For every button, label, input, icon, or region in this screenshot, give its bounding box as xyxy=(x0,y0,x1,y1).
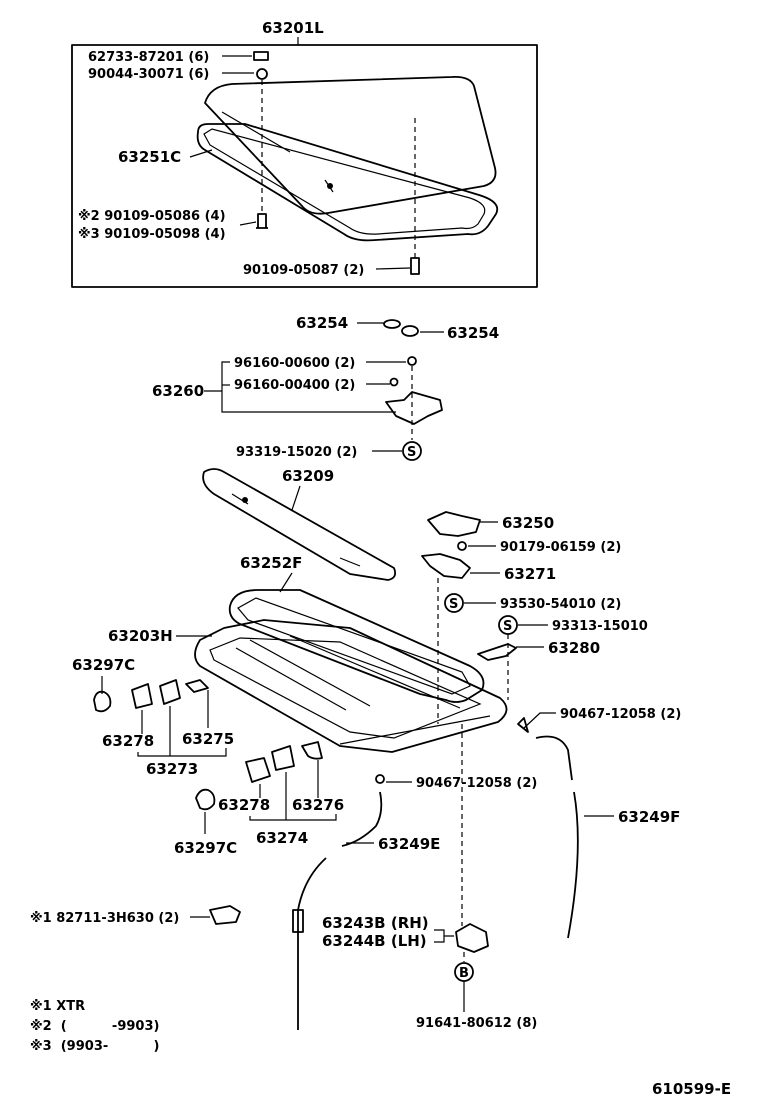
label-63275: 63275 xyxy=(182,730,234,748)
label-screw-s1: 93319-15020 (2) xyxy=(236,445,357,460)
label-clip-l: 90467-12058 (2) xyxy=(416,776,537,791)
label-63243B: 63243B (RH) xyxy=(322,914,429,932)
drain-hose-e-upper xyxy=(341,791,383,847)
deflector-link-part xyxy=(477,643,517,661)
symbol-s2 xyxy=(444,593,464,613)
nut-400-icon xyxy=(389,377,399,387)
symbol-s1 xyxy=(402,441,422,461)
label-bolt-b: 91641-80612 (8) xyxy=(416,1016,537,1031)
cover-left-icon xyxy=(93,690,112,713)
sunshade xyxy=(202,468,397,581)
guide-275 xyxy=(185,679,209,693)
label-clip-r: 90467-12058 (2) xyxy=(560,707,681,722)
guide-278-b xyxy=(245,757,271,783)
label-63273: 63273 xyxy=(146,760,198,778)
label-screw-gear: 90179-06159 (2) xyxy=(500,540,621,555)
label-bolt-x2: ※2 90109-05086 (4) xyxy=(78,209,226,224)
nut-600-icon xyxy=(407,356,417,366)
drain-hose-f-upper xyxy=(535,735,573,781)
label-63209: 63209 xyxy=(282,467,334,485)
cover-right-icon xyxy=(195,788,216,811)
symbol-s2-text: S xyxy=(449,597,458,612)
label-bolt-glass: 90109-05087 (2) xyxy=(243,263,364,278)
housing-frame xyxy=(194,619,508,753)
label-nut-600: 96160-00600 (2) xyxy=(234,356,355,371)
label-63297C-left: 63297C xyxy=(72,656,135,674)
gear-part xyxy=(427,511,481,537)
label-63251C: 63251C xyxy=(118,148,181,166)
symbol-s1-text: S xyxy=(407,445,416,460)
assembly-box xyxy=(71,44,538,288)
label-63252F: 63252F xyxy=(240,554,302,572)
guide-276 xyxy=(301,741,323,760)
drain-hose-e-joint xyxy=(292,909,304,933)
label-63276: 63276 xyxy=(292,796,344,814)
cap-icon xyxy=(253,51,269,61)
note-3: ※3 (9903- ) xyxy=(30,1039,159,1054)
label-63249F: 63249F xyxy=(618,808,680,826)
label-63280: 63280 xyxy=(548,639,600,657)
symbol-b-text: B xyxy=(459,966,469,981)
clip-l-icon xyxy=(375,774,385,784)
weatherstrip xyxy=(196,123,499,242)
label-63274: 63274 xyxy=(256,829,308,847)
guide-273 xyxy=(159,679,181,705)
label-63203H: 63203H xyxy=(108,627,173,645)
glass-panel xyxy=(204,76,497,215)
nut-icon xyxy=(256,68,268,80)
clip-r-icon xyxy=(517,717,529,733)
drain-hose-f-lower xyxy=(567,791,579,939)
guide-274 xyxy=(271,745,295,771)
label-harness: ※1 82711-3H630 (2) xyxy=(30,911,179,926)
bolt-icon xyxy=(256,213,268,229)
note-2: ※2 ( -9903) xyxy=(30,1019,159,1034)
label-63201L: 63201L xyxy=(262,19,324,37)
label-63254-a: 63254 xyxy=(296,314,348,332)
label-screw-s2: 93530-54010 (2) xyxy=(500,597,621,612)
harness-clamp-icon xyxy=(209,905,241,925)
note-1: ※1 XTR xyxy=(30,999,85,1014)
label-63254-b: 63254 xyxy=(447,324,499,342)
label-63260: 63260 xyxy=(152,382,204,400)
label-63271: 63271 xyxy=(504,565,556,583)
label-63249E: 63249E xyxy=(378,835,440,853)
symbol-s3-text: S xyxy=(503,619,512,634)
bolt-glass-icon xyxy=(410,257,420,275)
bracket-rh-lh-part xyxy=(455,923,489,953)
guide-278-a xyxy=(131,683,153,709)
label-63297C-right: 63297C xyxy=(174,839,237,857)
screw-gear-icon xyxy=(457,541,467,551)
plate-a-icon xyxy=(383,319,401,329)
label-glass-nut: 90044-30071 (6) xyxy=(88,67,209,82)
seal-bracket xyxy=(228,589,485,703)
label-bolt-x3: ※3 90109-05098 (4) xyxy=(78,227,226,242)
label-63278-b: 63278 xyxy=(218,796,270,814)
label-glass-cap: 62733-87201 (6) xyxy=(88,50,209,65)
glass-mount-icon xyxy=(327,183,333,189)
label-screw-s3: 93313-15010 xyxy=(552,619,648,634)
label-nut-400: 96160-00400 (2) xyxy=(234,378,355,393)
motor-bracket-part xyxy=(421,553,471,579)
label-63250: 63250 xyxy=(502,514,554,532)
diagram-code: 610599-E xyxy=(652,1080,731,1098)
label-63244B: 63244B (LH) xyxy=(322,932,427,950)
link-part xyxy=(385,391,443,425)
label-63278-a: 63278 xyxy=(102,732,154,750)
plate-b-icon xyxy=(401,325,419,337)
shade-clip-icon xyxy=(242,497,248,503)
